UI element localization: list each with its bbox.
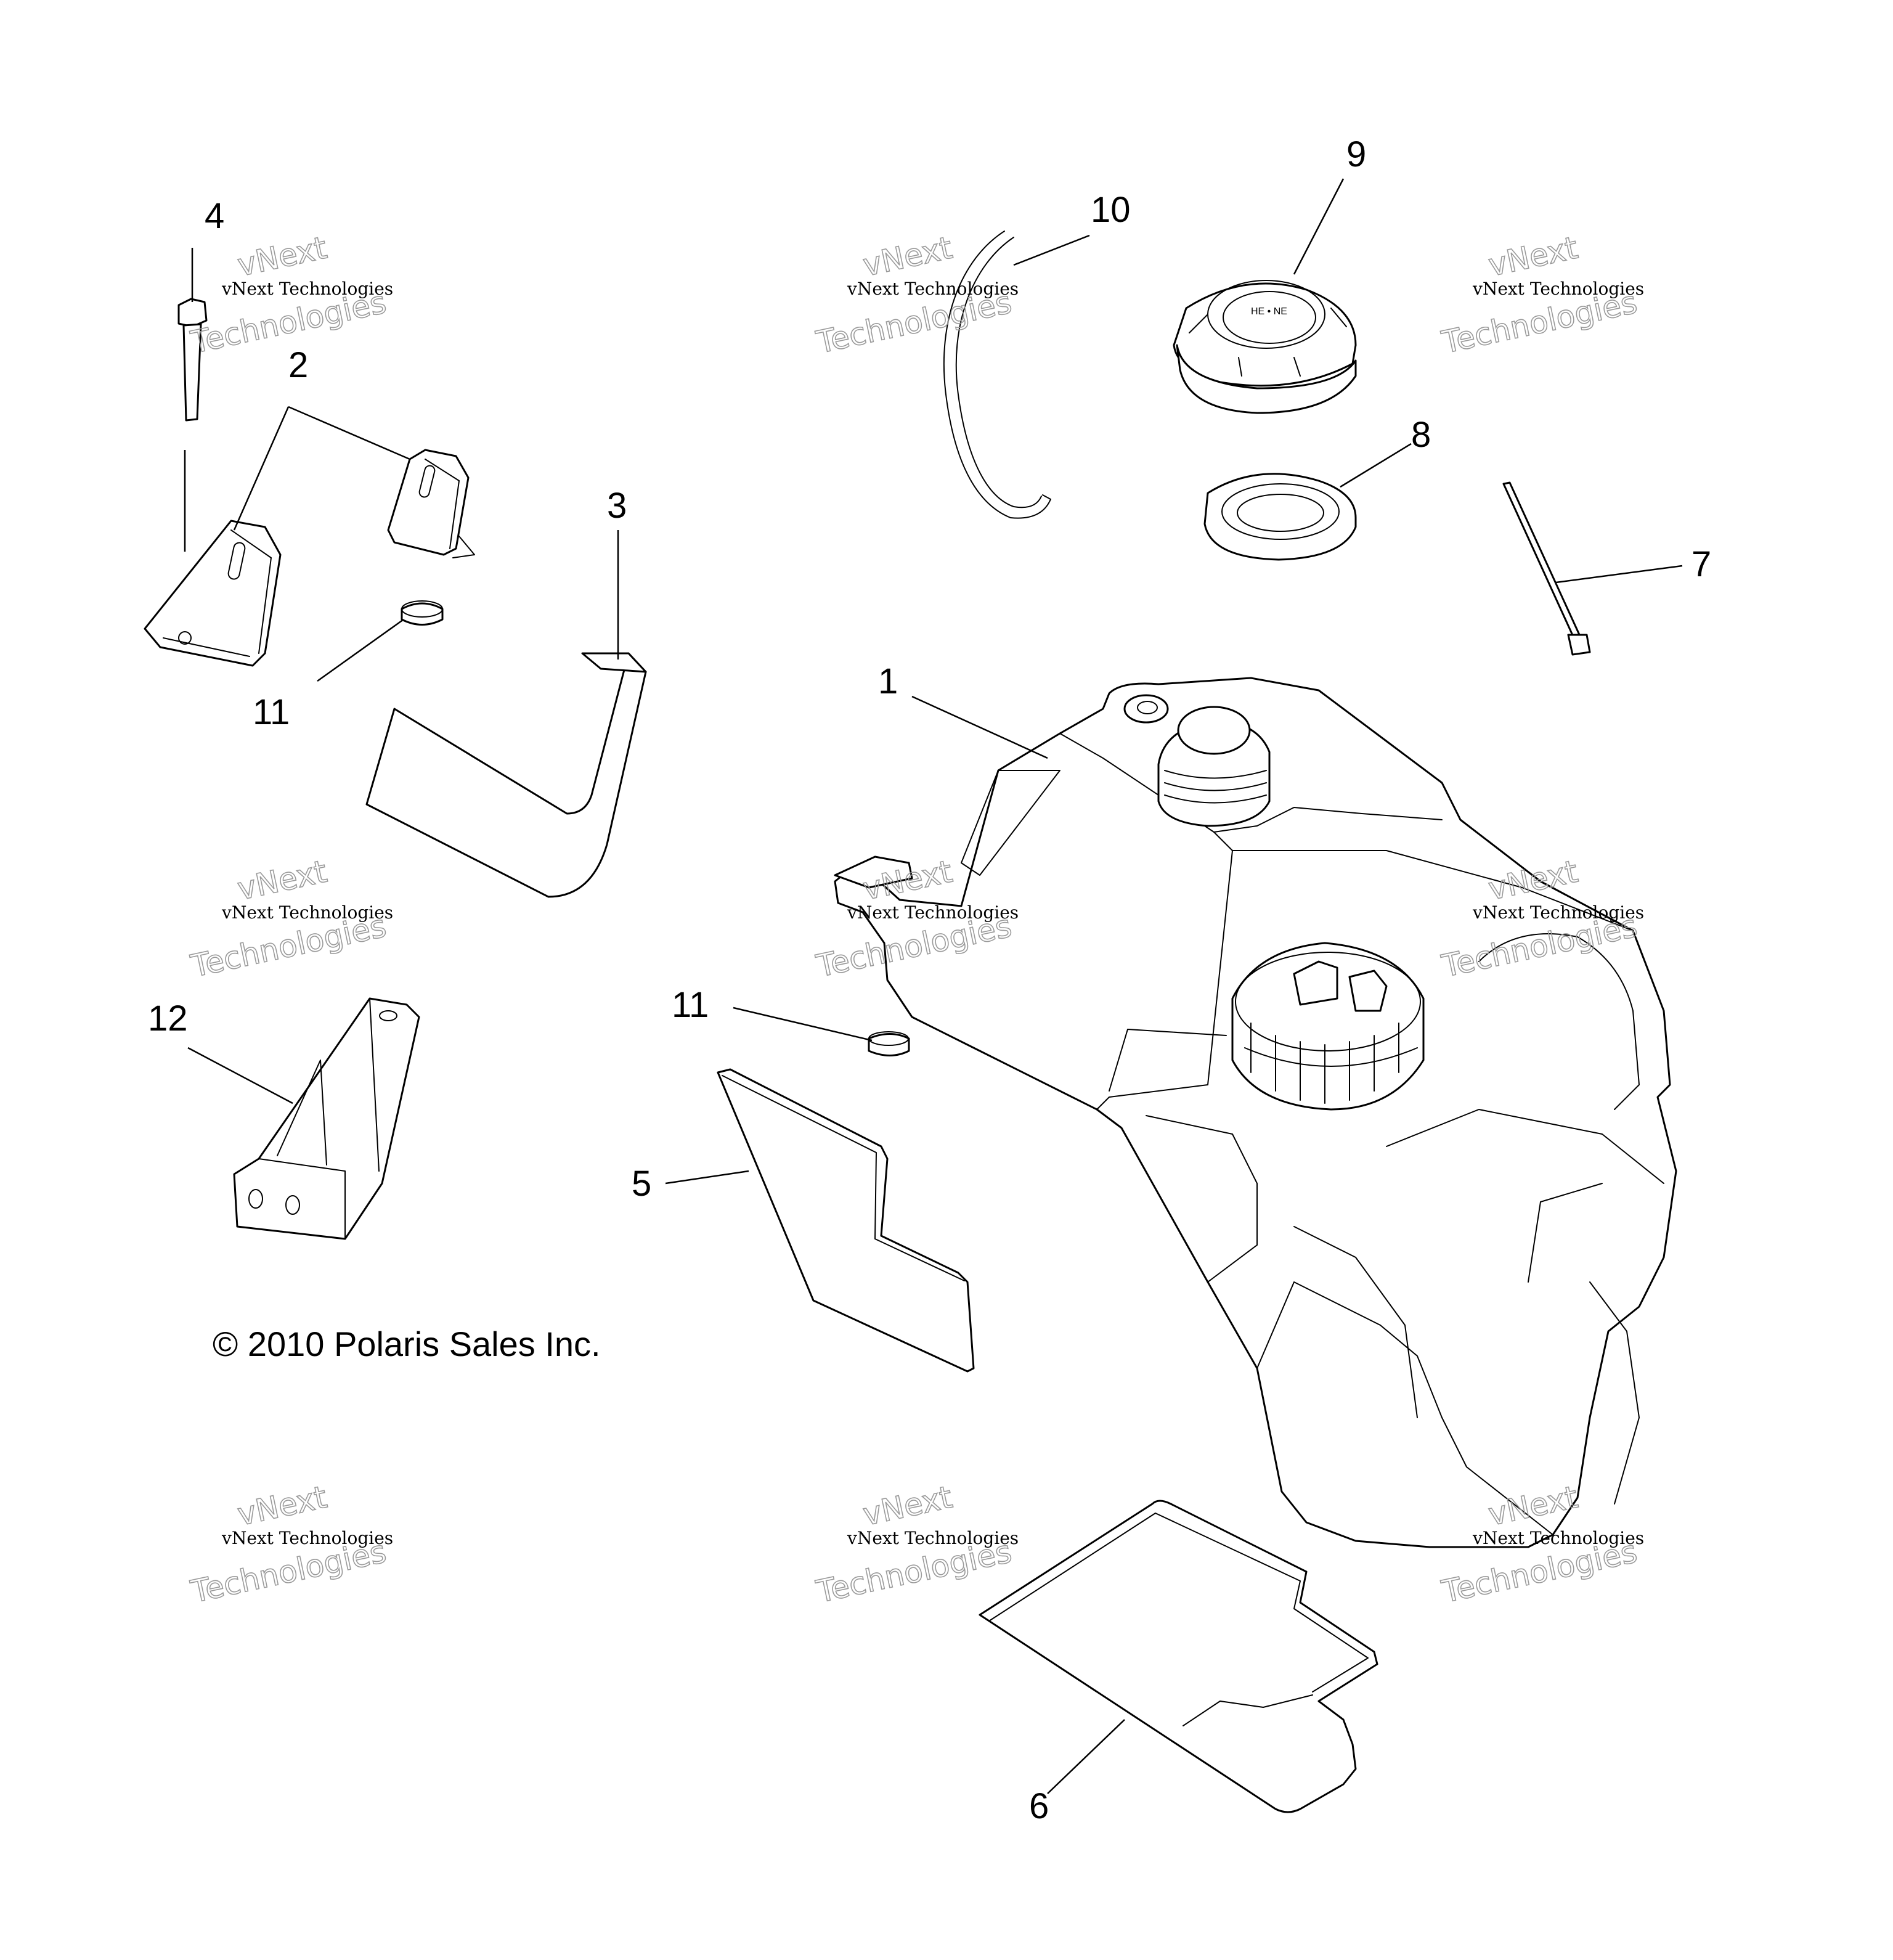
pad-part-6 — [979, 1500, 1378, 1813]
bracket-part-12 — [187, 997, 420, 1240]
watermark: vNext Technologies vNext Technologies — [1438, 229, 1644, 361]
bracket-part-2-left — [144, 450, 282, 667]
watermark: vNext Technologies vNext Technologies — [813, 1479, 1019, 1611]
grommet-part-11-lower — [733, 1007, 910, 1056]
callout-3: 3 — [607, 486, 627, 526]
svg-text:vNext Technologies: vNext Technologies — [847, 902, 1019, 923]
foam-pad-part-3 — [365, 530, 647, 898]
svg-text:vNext Technologies: vNext Technologies — [847, 279, 1019, 299]
svg-text:vNext Technologies: vNext Technologies — [847, 1528, 1019, 1548]
callout-9: 9 — [1346, 134, 1366, 174]
callout-11-lower: 11 — [672, 985, 709, 1025]
hose-part-10 — [943, 231, 1090, 519]
pad-part-5 — [665, 1068, 975, 1373]
fuel-tank-part-1 — [834, 677, 1677, 1548]
callout-5: 5 — [632, 1164, 651, 1204]
copyright-text: © 2010 Polaris Sales Inc. — [213, 1325, 601, 1363]
watermark: vNext Technologies vNext Technologies — [1438, 1479, 1644, 1611]
svg-text:vNext Technologies: vNext Technologies — [221, 279, 393, 299]
callout-12: 12 — [148, 998, 188, 1039]
watermark: vNext Technologies vNext Technologies — [187, 853, 393, 985]
svg-text:vNext: vNext — [1485, 230, 1581, 284]
washer-part-11-upper — [317, 600, 444, 682]
bolt-part-4 — [177, 248, 208, 422]
watermark: vNext Technologies vNext Technologies — [187, 229, 393, 361]
callout-11-upper: 11 — [253, 692, 290, 732]
svg-text:vNext Technologies: vNext Technologies — [1472, 1528, 1644, 1548]
watermark: vNext Technologies vNext Technologies — [813, 229, 1019, 361]
cable-tie-part-7 — [1502, 481, 1683, 656]
svg-text:vNext Technologies: vNext Technologies — [1472, 902, 1644, 923]
svg-text:vNext Technologies: vNext Technologies — [1472, 279, 1644, 299]
leader-2 — [233, 406, 410, 531]
svg-text:vNext: vNext — [234, 1479, 330, 1533]
callout-7: 7 — [1691, 544, 1711, 584]
gasket-part-8 — [1203, 443, 1412, 561]
bracket-part-2-right — [387, 449, 475, 558]
fuel-cap-part-9: HE • NE — [1173, 178, 1357, 414]
watermark: vNext Technologies vNext Technologies — [187, 1479, 393, 1611]
callout-2: 2 — [288, 345, 308, 385]
callout-6: 6 — [1029, 1786, 1049, 1826]
svg-text:vNext: vNext — [860, 1479, 955, 1533]
callout-1: 1 — [878, 661, 898, 701]
svg-text:vNext Technologies: vNext Technologies — [221, 902, 393, 923]
callout-4: 4 — [205, 196, 224, 236]
callout-8: 8 — [1411, 415, 1431, 455]
svg-text:HE • NE: HE • NE — [1251, 306, 1287, 317]
callout-10: 10 — [1091, 190, 1131, 230]
svg-text:vNext: vNext — [860, 230, 955, 284]
svg-text:vNext: vNext — [234, 230, 330, 284]
svg-text:vNext: vNext — [234, 854, 330, 907]
svg-text:vNext Technologies: vNext Technologies — [221, 1528, 393, 1548]
